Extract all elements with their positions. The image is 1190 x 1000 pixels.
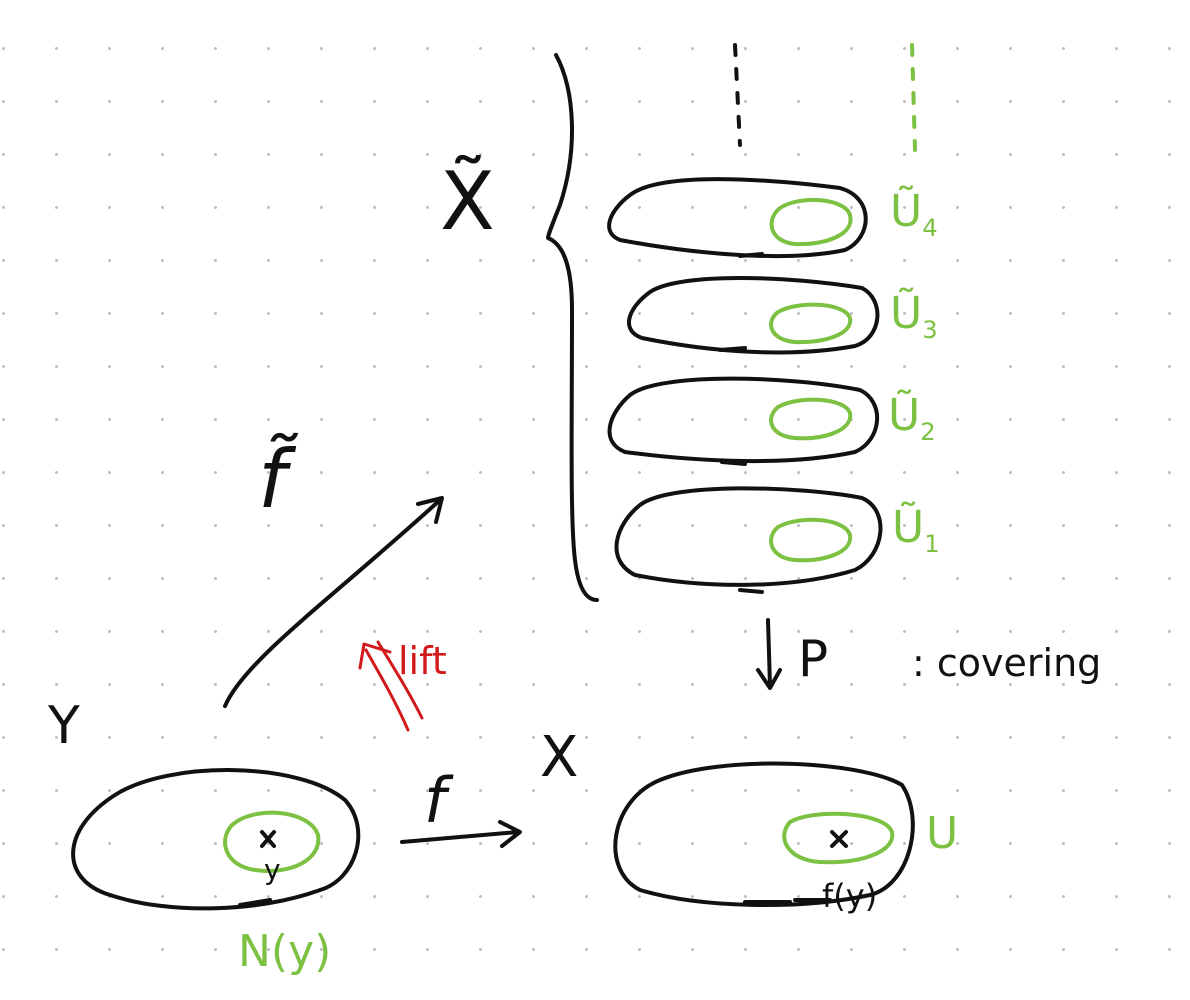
sheet-2 xyxy=(607,376,879,464)
point-fy-label: f(y) xyxy=(822,877,878,915)
green-ellipsis-dots xyxy=(910,43,917,152)
lift-double-arrow xyxy=(358,640,424,732)
y-space-label: Y xyxy=(48,696,80,756)
lift-label: lift xyxy=(398,639,447,683)
point-y-label: y xyxy=(264,853,281,886)
covering-label: : covering xyxy=(912,641,1102,685)
u-region xyxy=(782,811,895,865)
u-tilde-4-region xyxy=(769,197,853,247)
u-tilde-2-region xyxy=(769,397,853,441)
u-tilde-1-region xyxy=(769,517,853,563)
x-tilde-brace xyxy=(546,53,599,602)
f-label: f xyxy=(424,764,446,837)
f-arrow xyxy=(400,820,522,848)
n-y-region xyxy=(223,810,321,873)
u-tilde-1-label: Ũ1 xyxy=(892,502,940,558)
u-tilde-2-label: Ũ2 xyxy=(888,390,936,446)
point-fy-marker xyxy=(830,830,848,848)
p-label: P xyxy=(798,630,829,688)
u-tilde-3-label: Ũ3 xyxy=(890,288,938,344)
f-tilde-arrow xyxy=(223,496,444,708)
point-y-marker xyxy=(260,830,276,848)
n-y-label: N(y) xyxy=(238,926,332,977)
u-label: U xyxy=(926,808,959,859)
sheet-1 xyxy=(614,486,883,587)
sheet-3 xyxy=(627,276,880,355)
x-space-blob xyxy=(613,761,915,908)
covering-arrow xyxy=(756,618,782,690)
sheet-4 xyxy=(607,177,868,259)
x-tilde-label: X̃ xyxy=(440,155,495,248)
y-space-blob xyxy=(71,768,361,911)
x-space-label: X xyxy=(540,725,579,790)
f-tilde-label: f̃ xyxy=(258,433,287,526)
black-ellipsis-dots xyxy=(733,43,742,147)
u-tilde-4-label: Ũ4 xyxy=(890,186,938,242)
u-tilde-3-region xyxy=(769,302,853,345)
